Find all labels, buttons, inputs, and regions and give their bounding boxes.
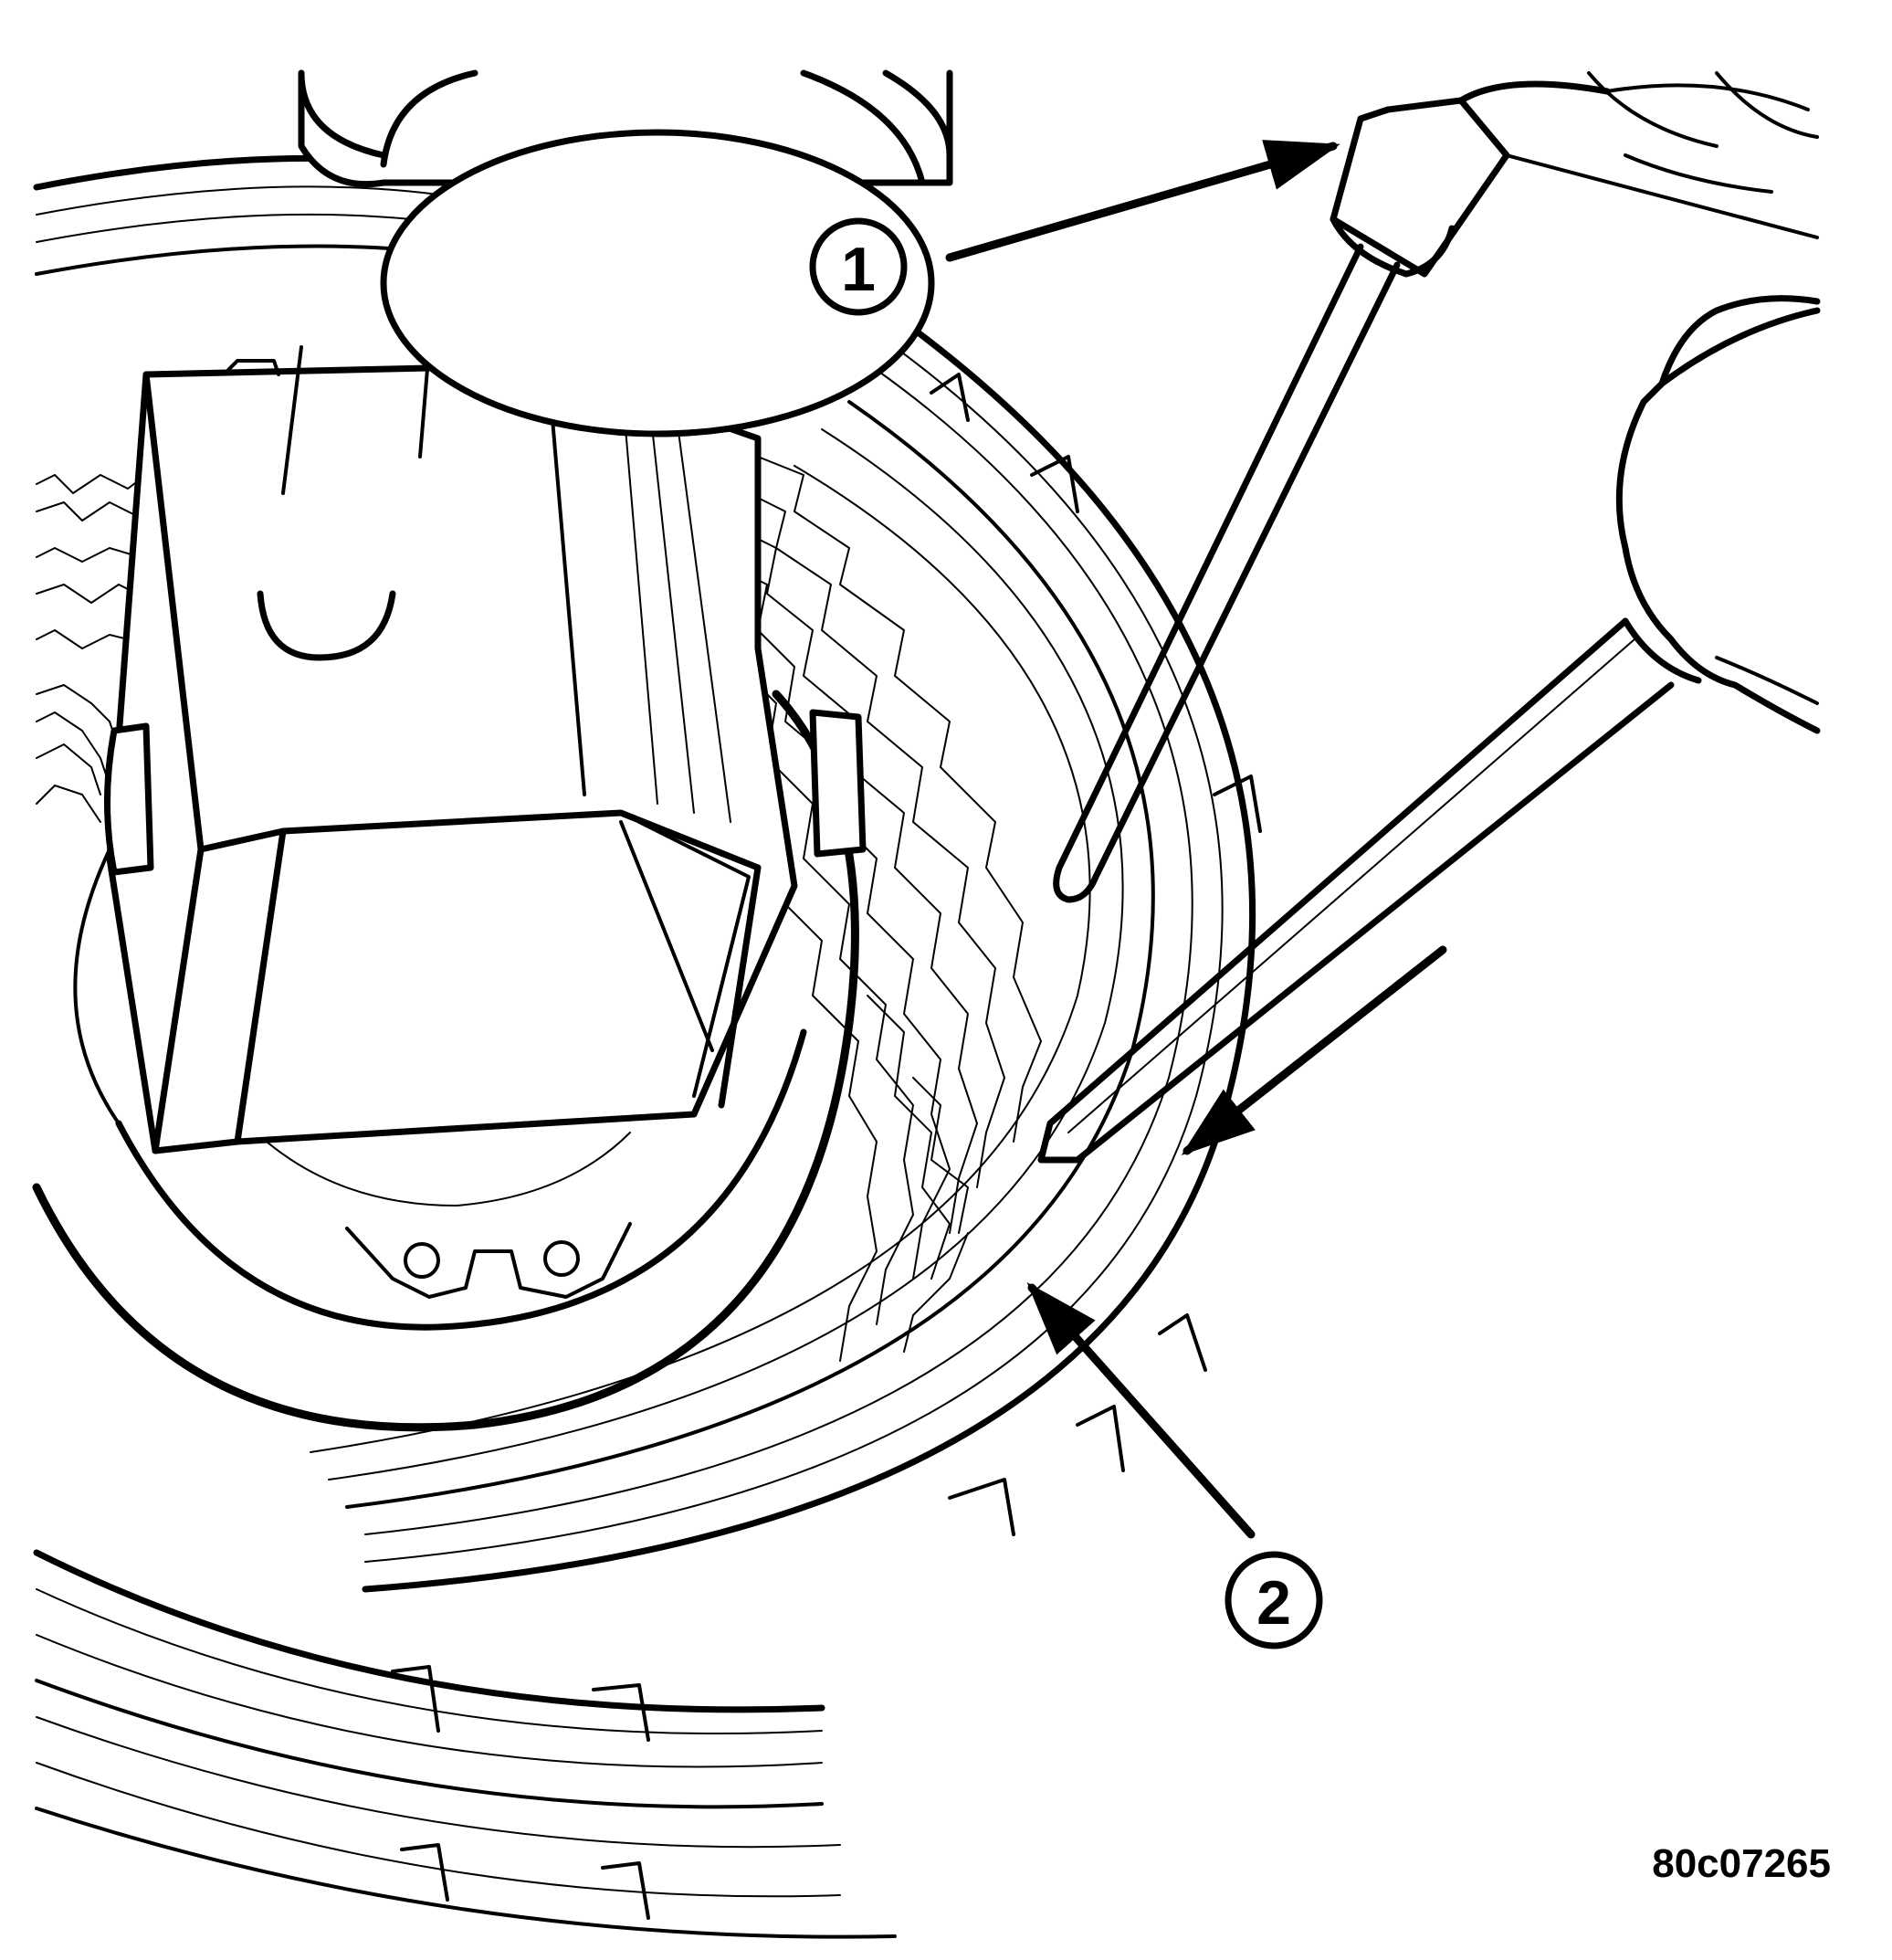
callout-2: 2 <box>1026 1281 1323 1649</box>
steering-column-hub <box>32 690 859 1432</box>
pick-tool <box>1037 295 1821 1164</box>
tool-cylinder-cap <box>298 69 953 437</box>
direction-arrow <box>1181 945 1447 1156</box>
figure-reference-code: 80c07265 <box>1652 1841 1831 1886</box>
callout-1-circle <box>809 217 908 316</box>
screwdriver-one <box>1053 71 1819 903</box>
callout-1-label: 1 <box>841 235 876 304</box>
airbag-module-block <box>104 345 867 1154</box>
callout-2-circle <box>1225 1551 1323 1649</box>
callout-1: 1 <box>809 140 1340 316</box>
callout-2-label: 2 <box>1256 1568 1291 1638</box>
